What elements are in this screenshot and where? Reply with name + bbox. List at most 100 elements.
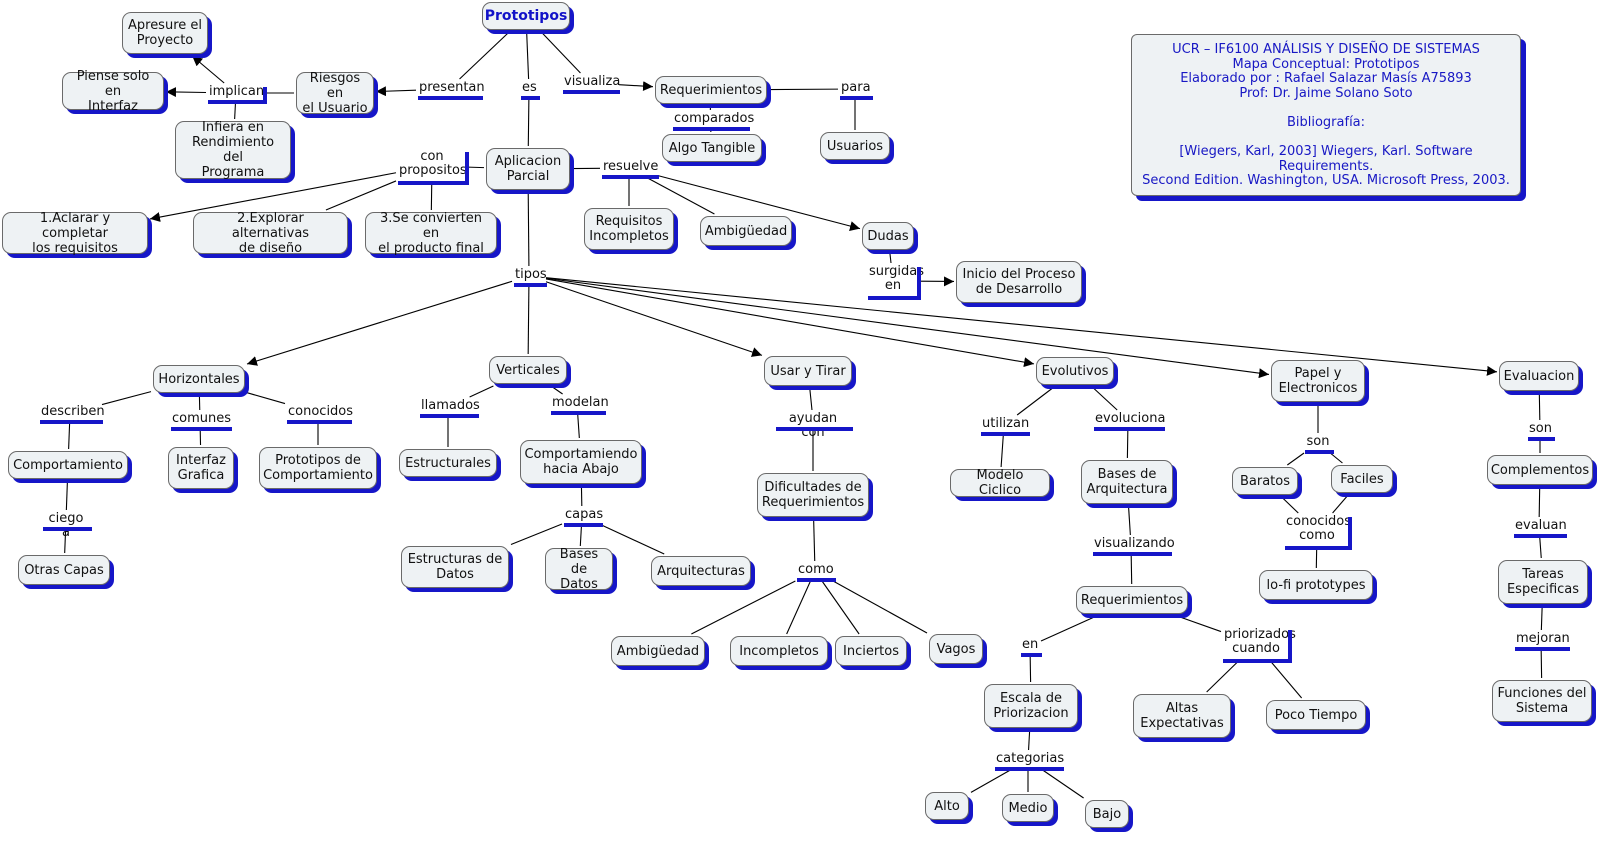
- concept-apresure-text: Apresure el Proyecto: [127, 18, 202, 48]
- link-phrase-utilizan: utilizan: [981, 417, 1030, 436]
- connector-utilizan-modelo_ciclico: [1000, 434, 1004, 468]
- concept-poco-tiempo: Poco Tiempo: [1266, 700, 1366, 730]
- concept-requerimientos-b-text: Requerimientos: [1080, 592, 1184, 608]
- concept-comportamiento: Comportamiento: [8, 451, 128, 479]
- concept-riesgos-text: Riesgos en el Usuario: [302, 70, 368, 116]
- connector-resuelve-ambiguedad_top: [647, 177, 715, 215]
- connector-como-inciertos: [821, 580, 860, 635]
- connector-ciego_a-otras_capas: [64, 529, 67, 554]
- link-underline: [564, 523, 603, 527]
- connector-evolutivos-utilizan: [1016, 386, 1055, 416]
- connector-con_propositos-aclarar: [149, 172, 397, 222]
- link-phrase-resuelve-text: resuelve: [603, 159, 659, 174]
- info-reference-line1: [Wiegers, Karl, 2003] Wiegers, Karl. Sof…: [1179, 144, 1473, 174]
- connector-categorias-bajo: [1042, 769, 1084, 799]
- link-phrase-presentan: presentan: [418, 81, 485, 100]
- info-professor: Prof: Dr. Jaime Solano Soto: [1239, 85, 1413, 101]
- concept-arquitecturas-text: Arquitecturas: [657, 563, 745, 579]
- concept-evolutivos-text: Evolutivos: [1041, 363, 1109, 379]
- concept-funciones-text: Funciones del Sistema: [1497, 686, 1587, 716]
- connector-capas-estructuras_datos: [510, 523, 563, 546]
- link-phrase-conocidos-como: conocidos como: [1285, 515, 1352, 550]
- connector-visualizando-requerimientos_b: [1130, 554, 1133, 585]
- info-map-title: Mapa Conceptual: Prototipos: [1232, 56, 1420, 72]
- link-underline: [1515, 647, 1570, 651]
- link-underline: [673, 127, 750, 131]
- link-phrase-tipos: tipos: [514, 267, 547, 287]
- concept-apresure: Apresure el Proyecto: [122, 12, 208, 54]
- link-underline-side: [1288, 630, 1292, 663]
- connector-tipos-horizontales: [246, 280, 513, 366]
- link-phrase-describen: describen: [40, 405, 105, 424]
- concept-ambiguedad-b: Ambigüedad: [611, 636, 705, 666]
- concept-papel: Papel y Electronicos: [1271, 360, 1365, 402]
- concept-altas: Altas Expectativas: [1133, 694, 1231, 738]
- concept-estructuras-datos: Estructuras de Datos: [401, 546, 509, 588]
- connector-es-aplicacion: [527, 98, 530, 147]
- link-phrase-implican-text: implican: [209, 84, 265, 99]
- connector-tipos-evolutivos: [545, 278, 1035, 368]
- concept-poco-tiempo-text: Poco Tiempo: [1274, 707, 1358, 723]
- concept-bases-arq-text: Bases de Arquitectura: [1086, 467, 1168, 497]
- link-phrase-son-e: son: [1528, 422, 1555, 441]
- connector-escala-categorias: [1028, 729, 1031, 751]
- concept-medio: Medio: [1002, 794, 1054, 822]
- connector-categorias-alto: [970, 769, 1011, 793]
- concept-complementos-text: Complementos: [1490, 462, 1590, 478]
- link-phrase-categorias: categorias: [995, 751, 1065, 771]
- concept-prototipos: Prototipos: [482, 2, 570, 30]
- link-underline: [287, 420, 352, 424]
- connector-requerimientos_b-en: [1040, 615, 1097, 642]
- link-phrase-evaluan: evaluan: [1514, 519, 1567, 538]
- concept-estructuras-datos-text: Estructuras de Datos: [407, 552, 503, 582]
- concept-alto: Alto: [925, 792, 969, 820]
- link-phrase-evoluciona-text: evoluciona: [1095, 411, 1166, 426]
- concept-inciertos: Inciertos: [835, 636, 907, 666]
- concept-vagos-text: Vagos: [936, 641, 976, 657]
- concept-inciertos-text: Inciertos: [843, 643, 899, 659]
- connector-horizontales-describen: [101, 391, 152, 406]
- link-underline: [563, 90, 620, 94]
- link-underline: [995, 767, 1064, 771]
- connector-con_propositos-explorar: [325, 180, 397, 211]
- connector-tareas-mejoran: [1540, 605, 1543, 631]
- link-underline: [1305, 450, 1334, 454]
- link-phrase-tipos-text: tipos: [515, 267, 547, 282]
- link-phrase-es: es: [521, 81, 540, 100]
- concept-requerimientos-top: Requerimientos: [655, 76, 767, 104]
- link-phrase-visualizando-text: visualizando: [1094, 536, 1175, 551]
- link-phrase-con-propositos: con propositos: [398, 150, 469, 185]
- concept-incompletos: Incompletos: [730, 636, 828, 666]
- link-phrase-categorias-text: categorias: [996, 751, 1065, 766]
- connector-resuelve-dudas: [657, 175, 861, 231]
- info-box: UCR – IF6100 ANÁLISIS Y DISEÑO DE SISTEM…: [1131, 34, 1521, 196]
- concept-estructurales: Estructurales: [399, 449, 497, 477]
- concept-explorar-text: 2.Explorar alternativas de diseño: [231, 210, 310, 256]
- connector-aplicacion-tipos: [527, 191, 530, 267]
- concept-modelo-ciclico: Modelo Ciclico: [950, 468, 1050, 498]
- connector-capas-bases_datos: [579, 525, 582, 547]
- connector-implican-piense: [165, 87, 207, 98]
- link-underline: [840, 96, 873, 100]
- link-underline: [420, 414, 479, 418]
- concept-requisitos-inc-text: Requisitos Incompletos: [589, 214, 669, 244]
- link-underline: [981, 432, 1030, 436]
- link-phrase-implican: implican: [208, 84, 267, 104]
- concept-convierten: 3.Se convierten en el producto final: [365, 211, 497, 256]
- concept-prot-comport-text: Prototipos de Comportamiento: [263, 453, 373, 483]
- link-phrase-en-text: en: [1022, 637, 1039, 652]
- link-phrase-surgidas-en-text: surgidas en: [869, 264, 924, 293]
- link-phrase-modelan-text: modelan: [552, 395, 609, 410]
- concept-evolutivos: Evolutivos: [1036, 357, 1114, 385]
- concept-modelo-ciclico-text: Modelo Ciclico: [976, 468, 1024, 498]
- connector-visualiza-requerimientos_top: [618, 81, 654, 92]
- concept-faciles-text: Faciles: [1340, 471, 1384, 487]
- link-underline: [398, 181, 469, 185]
- link-underline: [776, 427, 853, 431]
- concept-otras-capas-text: Otras Capas: [24, 562, 104, 578]
- concept-bases-arq: Bases de Arquitectura: [1081, 460, 1173, 504]
- concept-horizontales: Horizontales: [153, 365, 245, 393]
- concept-prototipos-text: Prototipos: [484, 7, 568, 24]
- concept-ambiguedad-top-text: Ambigüedad: [704, 223, 788, 239]
- link-phrase-para: para: [840, 81, 873, 100]
